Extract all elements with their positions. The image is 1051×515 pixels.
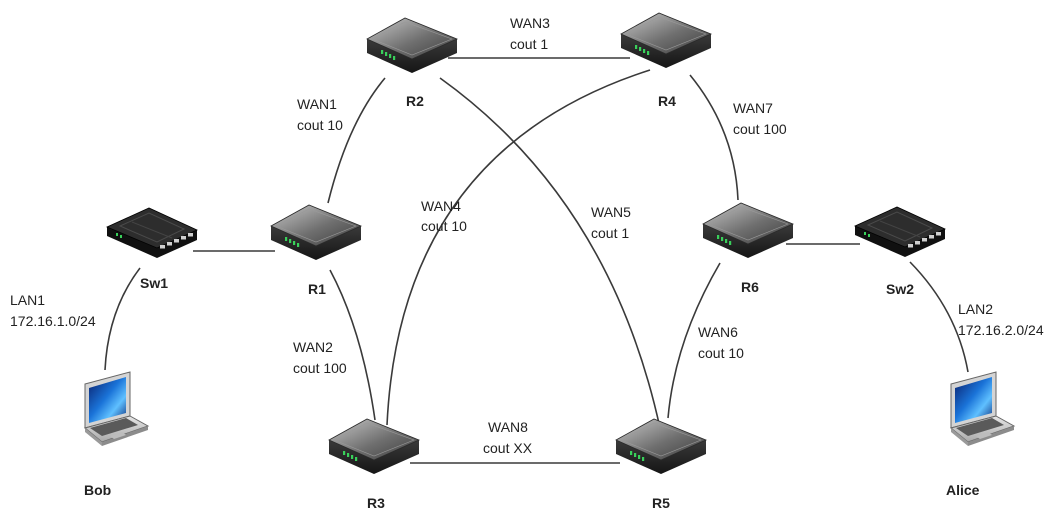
label-bob: Bob: [84, 482, 111, 498]
link-lan1: [104, 267, 141, 371]
wan4-cost: cout 10: [421, 218, 467, 234]
label-r3: R3: [367, 495, 385, 511]
links: [104, 57, 969, 464]
wan8-name: WAN8: [488, 419, 528, 435]
router-r2[interactable]: [366, 17, 458, 74]
link-wan7: [689, 74, 739, 201]
router-r1[interactable]: [270, 204, 362, 261]
wan1-name: WAN1: [297, 96, 337, 112]
wan3-name: WAN3: [510, 15, 550, 31]
wan4-name: WAN4: [421, 198, 461, 214]
label-sw2: Sw2: [886, 281, 914, 297]
laptop-alice[interactable]: [950, 371, 1015, 447]
wan7-cost: cout 100: [733, 121, 787, 137]
router-r6[interactable]: [702, 202, 794, 259]
link-wan2: [329, 269, 376, 421]
lan2-subnet: 172.16.2.0/24: [958, 322, 1044, 338]
lan1-name: LAN1: [10, 292, 45, 308]
label-alice: Alice: [946, 482, 980, 498]
wan2-name: WAN2: [293, 339, 333, 355]
lan1-subnet: 172.16.1.0/24: [10, 313, 96, 329]
link-wan4: [386, 69, 651, 426]
label-sw1: Sw1: [140, 275, 168, 291]
wan5-name: WAN5: [591, 204, 631, 220]
link-wan1: [327, 77, 386, 204]
label-r5: R5: [652, 495, 670, 511]
wan6-name: WAN6: [698, 324, 738, 340]
label-r2: R2: [406, 93, 424, 109]
lan2-name: LAN2: [958, 301, 993, 317]
switch-sw2[interactable]: [854, 206, 946, 258]
link-wan6: [667, 262, 721, 419]
link-wan5: [439, 77, 661, 429]
wan5-cost: cout 1: [591, 225, 629, 241]
label-r4: R4: [658, 93, 676, 109]
link-lan2: [909, 261, 969, 373]
router-r4[interactable]: [620, 12, 712, 69]
wan2-cost: cout 100: [293, 360, 347, 376]
wan7-name: WAN7: [733, 100, 773, 116]
wan1-cost: cout 10: [297, 117, 343, 133]
wan8-cost: cout XX: [483, 440, 533, 456]
label-r1: R1: [308, 281, 326, 297]
wan3-cost: cout 1: [510, 36, 548, 52]
laptop-bob[interactable]: [84, 371, 149, 447]
label-r6: R6: [741, 279, 759, 295]
router-r5[interactable]: [615, 418, 707, 475]
wan6-cost: cout 10: [698, 345, 744, 361]
router-r3[interactable]: [328, 418, 420, 475]
switch-sw1[interactable]: [106, 207, 198, 259]
